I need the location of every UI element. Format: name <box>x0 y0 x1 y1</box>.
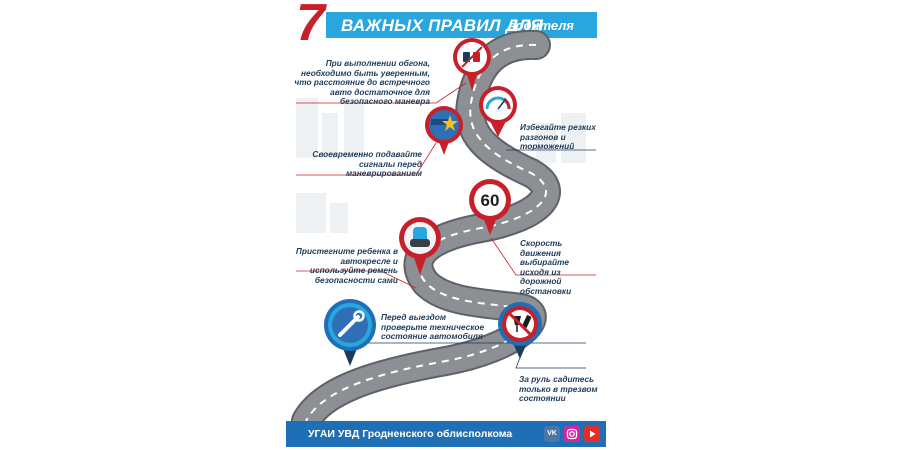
header: 7 ВАЖНЫХ ПРАВИЛ ДЛЯ водителя <box>286 3 606 49</box>
no-alcohol-icon <box>498 302 542 359</box>
rule-text-maintenance: Перед выездом проверьте техническое сост… <box>381 312 485 341</box>
speed-limit-value: 60 <box>481 191 500 210</box>
turn-signal-icon <box>425 106 463 155</box>
child-seat-icon <box>399 217 441 275</box>
page-title: ВАЖНЫХ ПРАВИЛ ДЛЯ <box>341 16 544 35</box>
overtaking-sign-icon <box>453 38 491 91</box>
road-illustration: 60 <box>291 29 596 436</box>
leader-line-1 <box>296 82 467 104</box>
rule-text-overtaking: При выполнении обгона, необходимо быть у… <box>294 58 430 106</box>
footer-organization: УГАИ УВД Гродненского облисполкома <box>308 428 513 440</box>
leader-line-3 <box>296 142 437 176</box>
footer-bar: УГАИ УВД Гродненского облисполкома VK <box>286 421 606 447</box>
page-subtitle: водителя <box>508 18 574 33</box>
instagram-icon[interactable] <box>564 426 580 442</box>
speed-limit-sign-icon <box>469 179 511 235</box>
rule-text-sober: За руль садитесь только в трезвом состоя… <box>519 374 598 403</box>
title-number: 7 <box>296 3 325 52</box>
leader-line-4 <box>490 237 596 276</box>
wrench-icon <box>324 299 376 366</box>
road-center-line <box>305 43 547 422</box>
leader-line-5 <box>296 270 417 289</box>
rule-text-speed: Скорость движения выбирайте исходя из до… <box>520 238 572 296</box>
leader-line-7 <box>515 354 586 369</box>
youtube-icon[interactable] <box>584 426 600 442</box>
vk-icon[interactable]: VK <box>544 426 560 442</box>
rule-text-child-seat: Пристегните ребенка в автокресле и испол… <box>295 246 398 285</box>
speedometer-icon <box>479 86 517 137</box>
rule-text-signals: Своевременно подавайте сигналы перед ман… <box>312 149 422 178</box>
infographic-poster: 7 ВАЖНЫХ ПРАВИЛ ДЛЯ водителя <box>286 3 606 447</box>
title-banner <box>326 12 597 38</box>
rule-text-acceleration: Избегайте резких разгонов и торможений <box>520 122 596 151</box>
